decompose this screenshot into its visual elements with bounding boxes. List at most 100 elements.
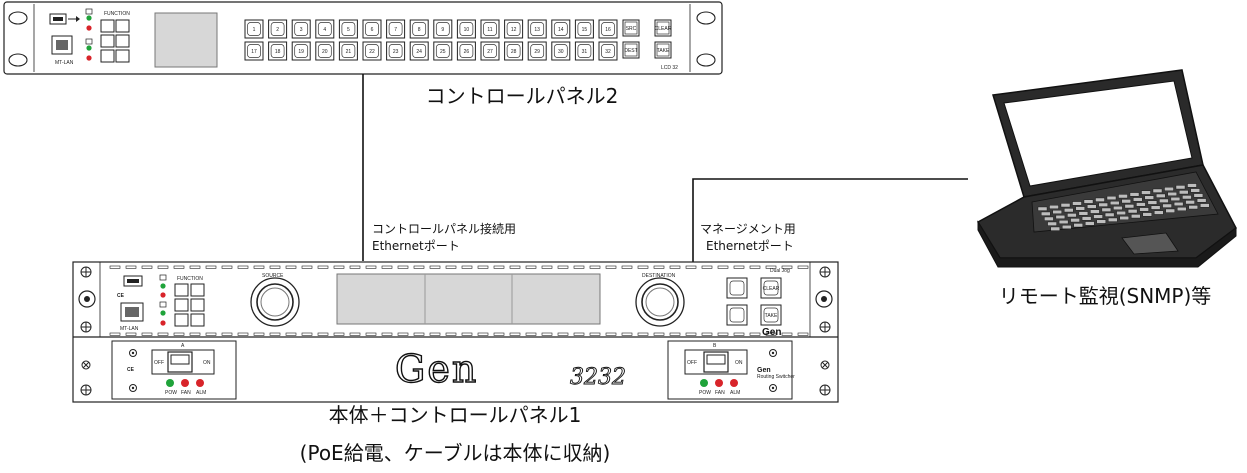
fn-button[interactable]: [100, 19, 115, 33]
crosspoint-key[interactable]: 10: [456, 19, 476, 39]
crosspoint-key[interactable]: 31: [574, 41, 594, 61]
laptop-key: [1178, 190, 1189, 195]
vent-slot: [253, 332, 265, 336]
vent-slot: [109, 332, 121, 336]
crosspoint-key[interactable]: 15: [574, 19, 594, 39]
vent-slot: [781, 332, 793, 336]
laptop-key: [1164, 186, 1174, 191]
panel2-dest-key[interactable]: DEST: [622, 41, 640, 59]
psu-a-alm-led: [196, 379, 204, 387]
laptop-key: [1062, 224, 1072, 229]
vent-slot: [125, 332, 137, 336]
crosspoint-key[interactable]: 5: [338, 19, 358, 39]
crosspoint-key[interactable]: 2: [268, 19, 288, 39]
crosspoint-key[interactable]: 7: [386, 19, 406, 39]
main-function-buttons[interactable]: [174, 283, 205, 327]
crosspoint-key[interactable]: 1: [244, 19, 264, 39]
crosspoint-key[interactable]: 14: [551, 19, 571, 39]
laptop-keyboard: [1037, 183, 1210, 231]
main-key-tl[interactable]: [726, 277, 748, 299]
panel2-function-buttons[interactable]: [100, 19, 130, 63]
crosspoint-key[interactable]: 8: [409, 19, 429, 39]
destination-jog-knob[interactable]: [635, 277, 685, 327]
crosspoint-key-label: 22: [369, 49, 375, 55]
fn-button[interactable]: [115, 19, 130, 33]
vent-slot: [621, 265, 633, 269]
main-clear-key[interactable]: CLEAR: [760, 277, 782, 299]
crosspoint-key[interactable]: 4: [315, 19, 335, 39]
crosspoint-key[interactable]: 27: [480, 41, 500, 61]
crosspoint-key[interactable]: 18: [268, 41, 288, 61]
crosspoint-key[interactable]: 28: [504, 41, 524, 61]
vent-slot: [125, 265, 137, 269]
vent-slot: [669, 332, 681, 336]
crosspoint-key[interactable]: 12: [504, 19, 524, 39]
fn-button[interactable]: [190, 313, 205, 327]
crosspoint-key[interactable]: 29: [527, 41, 547, 61]
main-port-label: MT-LAN: [120, 326, 139, 332]
crosspoint-key[interactable]: 6: [362, 19, 382, 39]
vent-slot: [653, 332, 665, 336]
panel2-function-label: FUNCTION: [104, 11, 130, 17]
fn-button[interactable]: [115, 49, 130, 63]
crosspoint-key[interactable]: 30: [551, 41, 571, 61]
panel-port-label-line1: コントロールパネル接続用: [372, 221, 516, 236]
crosspoint-key-label: 10: [464, 27, 470, 33]
fn-button[interactable]: [190, 298, 205, 312]
crosspoint-key[interactable]: 16: [598, 19, 618, 39]
rear-brand-mark: Gen: [757, 367, 771, 374]
crosspoint-key[interactable]: 17: [244, 41, 264, 61]
crosspoint-key[interactable]: 22: [362, 41, 382, 61]
mgmt-port-label-line2: Ethernetポート: [706, 239, 794, 253]
crosspoint-key-label: 27: [487, 49, 493, 55]
laptop-key: [1037, 206, 1048, 211]
laptop-key: [1116, 210, 1126, 215]
laptop-key: [1141, 190, 1151, 195]
laptop-key: [1055, 214, 1066, 219]
panel2-take-key[interactable]: TAKE: [654, 41, 672, 59]
vent-slot: [221, 332, 233, 336]
crosspoint-key[interactable]: 11: [480, 19, 500, 39]
crosspoint-key[interactable]: 3: [291, 19, 311, 39]
fn-button[interactable]: [174, 313, 189, 327]
crosspoint-key[interactable]: 13: [527, 19, 547, 39]
vent-slot: [765, 332, 777, 336]
laptop-key: [1113, 205, 1123, 210]
brand-logo: Gen: [395, 347, 478, 391]
laptop-key: [1090, 209, 1100, 214]
vent-slot: [413, 265, 425, 269]
fn-button[interactable]: [100, 34, 115, 48]
main-take-key[interactable]: TAKE: [760, 304, 782, 326]
vent-slot: [349, 265, 361, 269]
panel2-mount-hole-tl: [8, 11, 28, 25]
laptop-key: [1200, 203, 1210, 208]
fn-button[interactable]: [115, 34, 130, 48]
fn-button[interactable]: [100, 49, 115, 63]
main-key-bl[interactable]: [726, 304, 748, 326]
fn-button[interactable]: [174, 298, 189, 312]
crosspoint-key[interactable]: 19: [291, 41, 311, 61]
panel2-clear-key[interactable]: CLEAR: [654, 19, 672, 37]
crosspoint-key[interactable]: 21: [338, 41, 358, 61]
main-unit-caption-line2: (PoE給電、ケーブルは本体に収納): [300, 441, 611, 465]
crosspoint-key[interactable]: 20: [315, 41, 335, 61]
fn-button[interactable]: [174, 283, 189, 297]
crosspoint-key[interactable]: 26: [456, 41, 476, 61]
laptop-key: [1165, 208, 1176, 213]
crosspoint-key[interactable]: 9: [433, 19, 453, 39]
crosspoint-key[interactable]: 25: [433, 41, 453, 61]
source-jog-knob[interactable]: [250, 277, 300, 327]
laptop-key: [1173, 201, 1184, 206]
psu-b-pow-label: POW: [699, 390, 711, 396]
fn-button[interactable]: [190, 283, 205, 297]
crosspoint-key[interactable]: 24: [409, 41, 429, 61]
panel2-src-key[interactable]: SRC: [622, 19, 640, 37]
destination-label: DESTINATION: [642, 273, 676, 279]
psu-a-label: A: [181, 343, 185, 349]
laptop-key: [1127, 209, 1138, 214]
laptop-key: [1147, 200, 1158, 205]
vent-slot: [541, 265, 553, 269]
crosspoint-key[interactable]: 32: [598, 41, 618, 61]
crosspoint-key[interactable]: 23: [386, 41, 406, 61]
